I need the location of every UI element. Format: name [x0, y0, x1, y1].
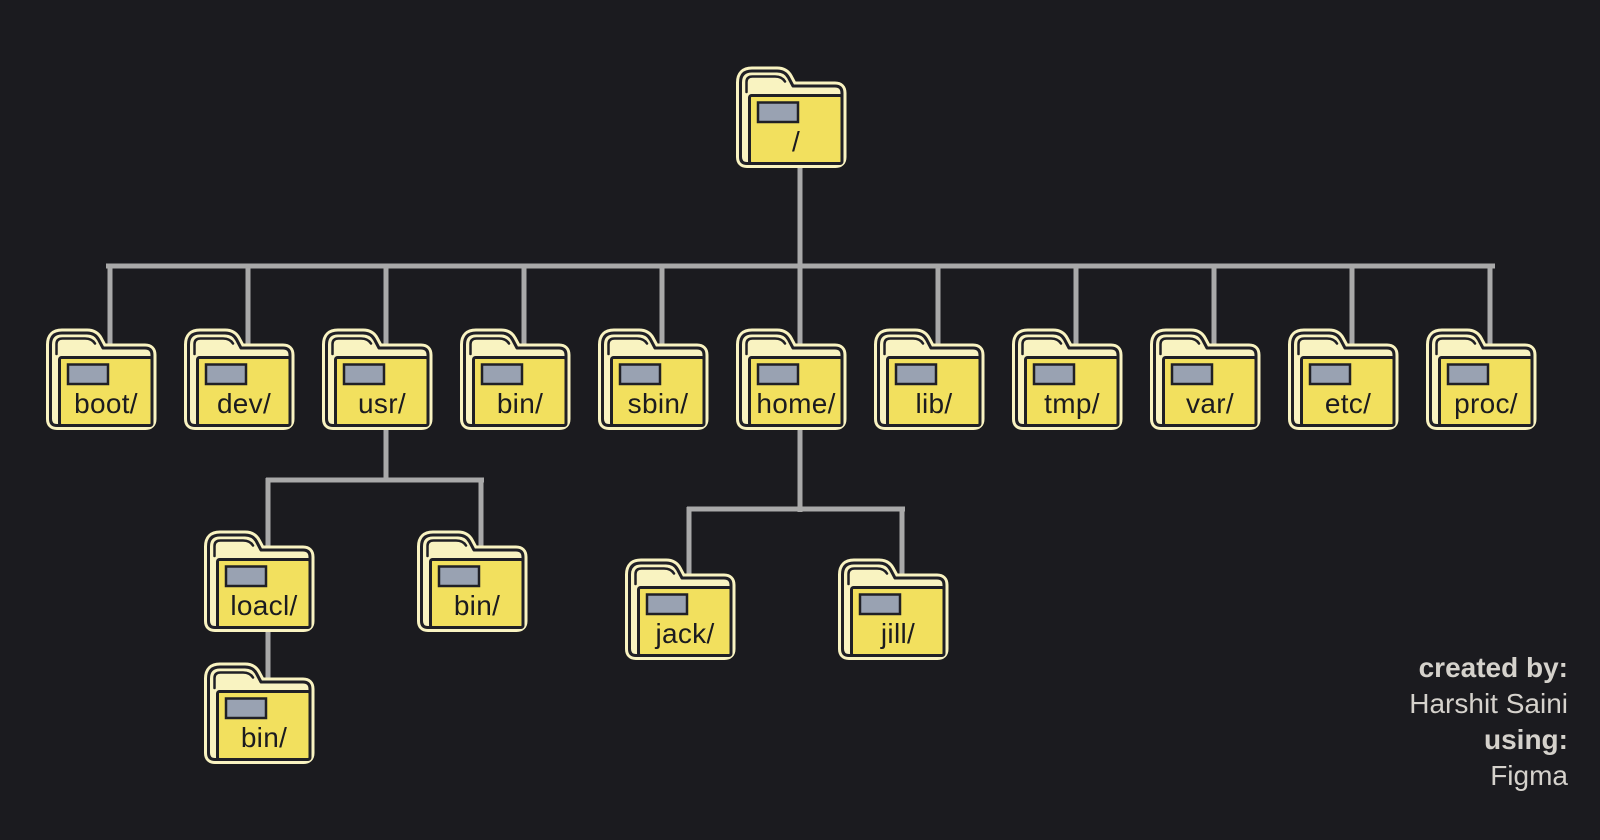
folder-node-usr: usr/: [318, 326, 438, 432]
folder-node-sbin: sbin/: [594, 326, 714, 432]
folder-label: sbin/: [627, 388, 689, 419]
folder-label: jack/: [655, 618, 715, 649]
folder-label: etc/: [1324, 388, 1372, 419]
folder-label: bin/: [453, 590, 501, 621]
folder-label: home/: [756, 388, 836, 419]
folder-label: lib/: [915, 388, 953, 419]
credits-block: created by: Harshit Saini using: Figma: [1409, 650, 1568, 794]
folder-node-root: /: [732, 64, 852, 170]
folder-label: proc/: [1454, 388, 1518, 419]
folder-label: tmp/: [1044, 388, 1100, 419]
credits-using-label: using:: [1484, 724, 1568, 755]
folder-node-boot: boot/: [42, 326, 162, 432]
folder-node-usr-bin: bin/: [413, 528, 533, 634]
folder-node-home: home/: [732, 326, 852, 432]
folder-label: jill/: [880, 618, 916, 649]
folder-node-usr-loacl-bin: bin/: [200, 660, 320, 766]
folder-node-usr-loacl: loacl/: [200, 528, 320, 634]
folder-node-home-jill: jill/: [834, 556, 954, 662]
folder-node-tmp: tmp/: [1008, 326, 1128, 432]
folder-node-etc: etc/: [1284, 326, 1404, 432]
folder-label: var/: [1186, 388, 1234, 419]
folder-node-var: var/: [1146, 326, 1266, 432]
folder-label: bin/: [496, 388, 544, 419]
folder-node-dev: dev/: [180, 326, 300, 432]
folder-label: dev/: [216, 388, 272, 419]
folder-label: /: [791, 126, 801, 157]
folder-label: loacl/: [230, 590, 298, 621]
folder-label: bin/: [240, 722, 288, 753]
folder-label: boot/: [74, 388, 138, 419]
credits-created-by-label: created by:: [1418, 652, 1568, 683]
folder-node-proc: proc/: [1422, 326, 1542, 432]
folder-node-lib: lib/: [870, 326, 990, 432]
folder-node-bin: bin/: [456, 326, 576, 432]
credits-using-tool: Figma: [1490, 760, 1568, 791]
credits-created-by-name: Harshit Saini: [1409, 688, 1568, 719]
folder-label: usr/: [358, 388, 406, 419]
folder-node-home-jack: jack/: [621, 556, 741, 662]
